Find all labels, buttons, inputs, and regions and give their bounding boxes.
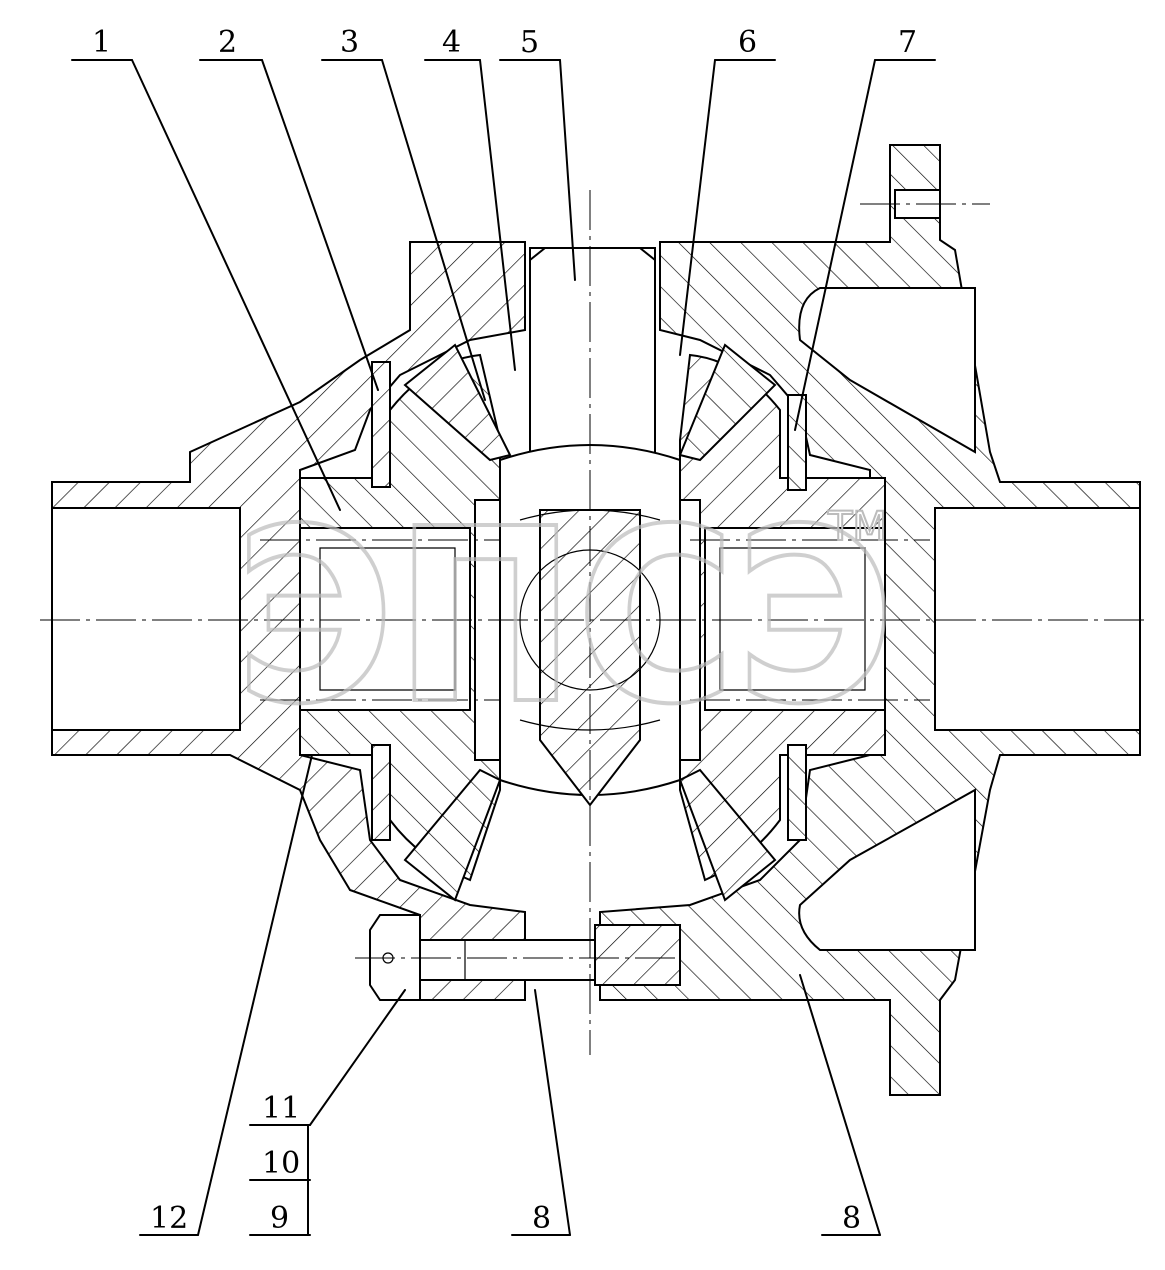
watermark-trademark: TM <box>827 504 887 550</box>
centerlines <box>40 190 1150 1055</box>
callout-2: 2 <box>218 25 237 60</box>
left-side-gear <box>299 353 501 882</box>
callout-6: 6 <box>738 25 757 60</box>
callout-8-left: 8 <box>532 1201 551 1236</box>
right-side-gear <box>679 353 886 882</box>
callout-1: 1 <box>92 25 111 60</box>
callout-3: 3 <box>340 25 359 60</box>
watermark-text: ЭПСЭ <box>235 477 895 757</box>
callout-10: 10 <box>262 1146 300 1181</box>
callout-11: 11 <box>262 1091 300 1126</box>
callout-5: 5 <box>520 25 539 60</box>
callout-9: 9 <box>270 1201 289 1236</box>
callout-12: 12 <box>150 1201 188 1236</box>
watermark: ЭПСЭ TM <box>233 475 897 759</box>
bevel-pinions <box>403 343 777 902</box>
left-case-half <box>51 241 526 1001</box>
callout-7: 7 <box>898 25 917 60</box>
thrust-washers <box>371 361 807 841</box>
leader-lines <box>71 59 936 1236</box>
callout-8-right: 8 <box>842 1201 861 1236</box>
callout-4: 4 <box>442 25 461 60</box>
callout-labels: 1 2 3 4 5 6 7 11 10 9 12 8 8 <box>92 25 917 1236</box>
